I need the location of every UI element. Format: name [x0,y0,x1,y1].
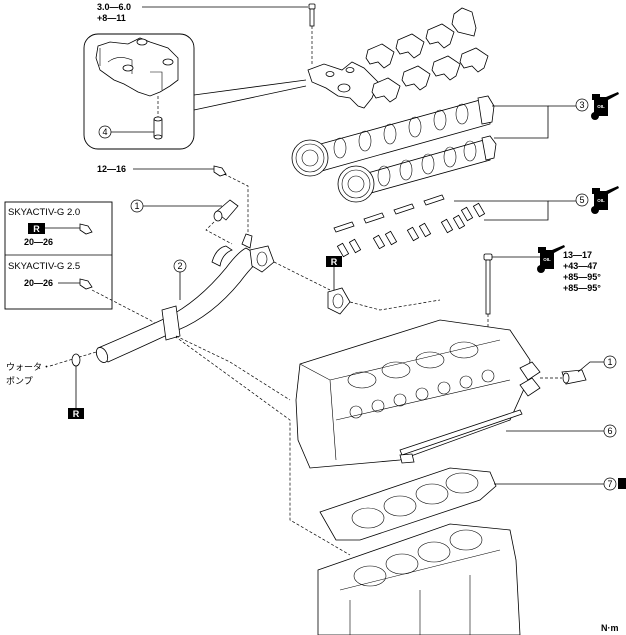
camshaft-caps [307,7,489,109]
replace-badge: R [68,408,84,419]
inset-frame [83,33,195,150]
svg-text:7: 7 [607,479,612,489]
oil-can-icon: OIL [591,186,619,214]
svg-text:20—26: 20—26 [24,237,53,247]
svg-text:1: 1 [134,201,139,211]
unit-label: N·m [601,623,619,633]
callout-6: 6 [603,424,617,438]
detail-inset: 4 [83,33,307,150]
svg-text:3: 3 [579,100,584,110]
svg-text:OIL: OIL [597,104,605,109]
cylinder-head-gasket: 7 [319,467,626,541]
svg-text:+85—95°: +85—95° [563,272,601,282]
torque-line-1: 3.0—6.0 [97,2,131,12]
front-cam-cap-icon [95,37,179,97]
oil-can-icon: OIL [591,92,619,120]
replace-badge [618,478,626,489]
camshafts: 3 OIL [291,92,619,203]
bolt-icon [213,165,227,177]
callout-5: 5 [575,193,589,207]
pipe-gasket: R [326,256,441,315]
o-ring-icon [71,353,81,367]
water-pump-label-1: ウォータ・ [6,362,51,373]
bolt-icon [79,223,93,235]
svg-text:R: R [73,409,80,419]
svg-text:2: 2 [177,261,182,271]
svg-text:R: R [33,224,40,234]
hose-fitting-right: 1 [540,355,617,385]
callout-4: 4 [98,125,154,139]
svg-text:4: 4 [102,127,107,137]
cam-cap-bolt-icon [308,3,316,65]
svg-text:6: 6 [607,426,612,436]
cylinder-head-bolt: OIL 13—17 +43—47 +85—95° +85—95° [483,245,601,350]
svg-text:R: R [331,257,338,267]
rocker-arms: 5 OIL [333,186,619,258]
callout-1: 1 [130,199,144,213]
callout-2: 2 [173,259,187,273]
svg-text:5: 5 [579,195,584,205]
svg-text:20—26: 20—26 [24,278,53,288]
water-pump-oring: ウォータ・ ポンプ R [6,351,97,419]
svg-text:1: 1 [607,357,612,367]
variant-25-label: SKYACTIV-G 2.5 [8,261,80,272]
oil-can-icon: OIL [537,245,565,273]
hose-fitting-upper: 1 [130,199,239,245]
callout-7: 7 [603,477,617,491]
cam-cap-bolt-torque: 3.0—6.0 +8—11 [97,2,308,23]
svg-text:OIL: OIL [543,257,551,262]
intake-camshaft-icon [337,135,497,203]
replace-badge: R [28,223,45,234]
svg-text:OIL: OIL [597,198,605,203]
replace-badge: R [326,256,342,267]
callout-1: 1 [603,355,617,369]
callout-3: 3 [575,98,589,112]
torque-line-2: +8—11 [97,13,126,23]
water-pump-label-2: ポンプ [6,376,33,387]
svg-text:+85—95°: +85—95° [563,283,601,293]
bolt-icon [79,278,93,290]
variant-20-label: SKYACTIV-G 2.0 [8,207,80,218]
hla-plug-icon [153,116,163,140]
svg-text:+43—47: +43—47 [563,261,597,271]
exhaust-camshaft-icon [291,95,495,177]
svg-text:13—17: 13—17 [563,250,592,260]
cylinder-head: 6 [295,319,617,469]
variant-box: SKYACTIV-G 2.0 R 20—26 SKYACTIV-G 2.5 20… [4,201,351,556]
svg-text:12—16: 12—16 [97,164,126,174]
cylinder-block [317,523,521,635]
water-pipe: 2 [95,233,331,401]
